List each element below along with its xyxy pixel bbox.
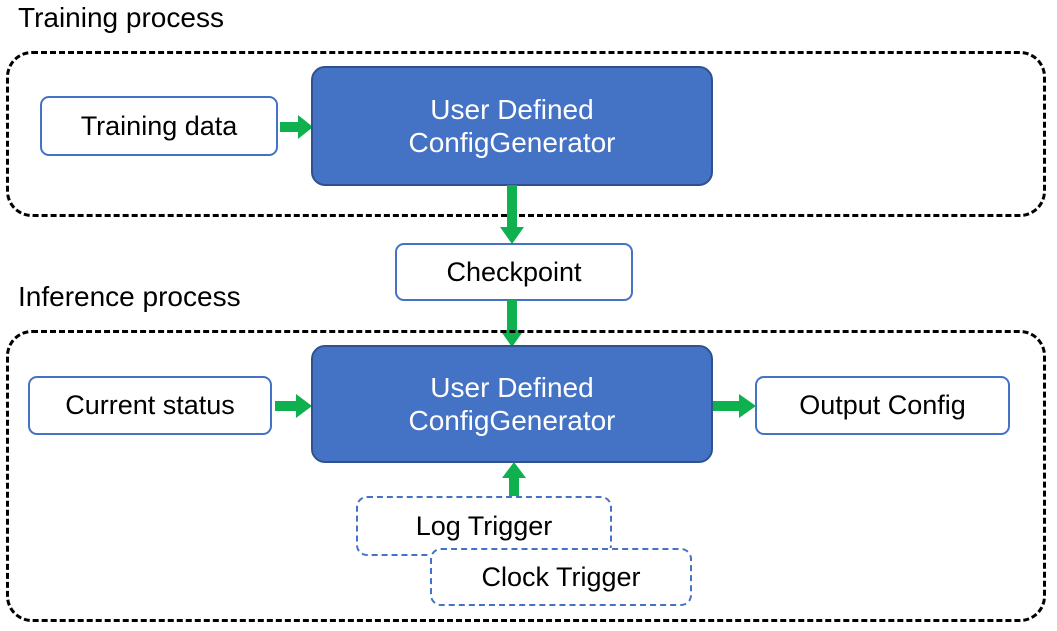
generator-inference-line1: User Defined [430, 371, 594, 403]
inference-process-region [6, 330, 1046, 622]
arrow-triggers-to-generator-icon [500, 462, 528, 498]
inference-process-label: Inference process [18, 281, 241, 312]
arrow-generator-to-output-config-icon [713, 391, 757, 421]
arrow-checkpoint-to-inference-generator-icon [497, 300, 527, 348]
arrow-training-data-to-generator-icon [280, 112, 314, 142]
generator-training-line1: User Defined [430, 93, 594, 125]
training-data-node[interactable]: Training data [40, 96, 278, 156]
arrow-current-status-to-generator-icon [275, 391, 313, 421]
training-process-label: Training process [18, 2, 224, 33]
log-trigger-node[interactable]: Log Trigger [356, 496, 612, 556]
current-status-node[interactable]: Current status [28, 376, 272, 435]
generator-inference-line2: ConfigGenerator [408, 405, 616, 436]
checkpoint-node[interactable]: Checkpoint [395, 243, 633, 301]
generator-training-line2: ConfigGenerator [408, 127, 616, 158]
arrow-generator-to-checkpoint-icon [497, 185, 527, 245]
training-process-region [6, 51, 1046, 217]
output-config-node[interactable]: Output Config [755, 376, 1010, 435]
user-defined-configgenerator-inference-node[interactable]: User Defined ConfigGenerator [311, 345, 713, 463]
clock-trigger-node[interactable]: Clock Trigger [430, 548, 692, 606]
user-defined-configgenerator-training-node[interactable]: User Defined ConfigGenerator [311, 66, 713, 186]
